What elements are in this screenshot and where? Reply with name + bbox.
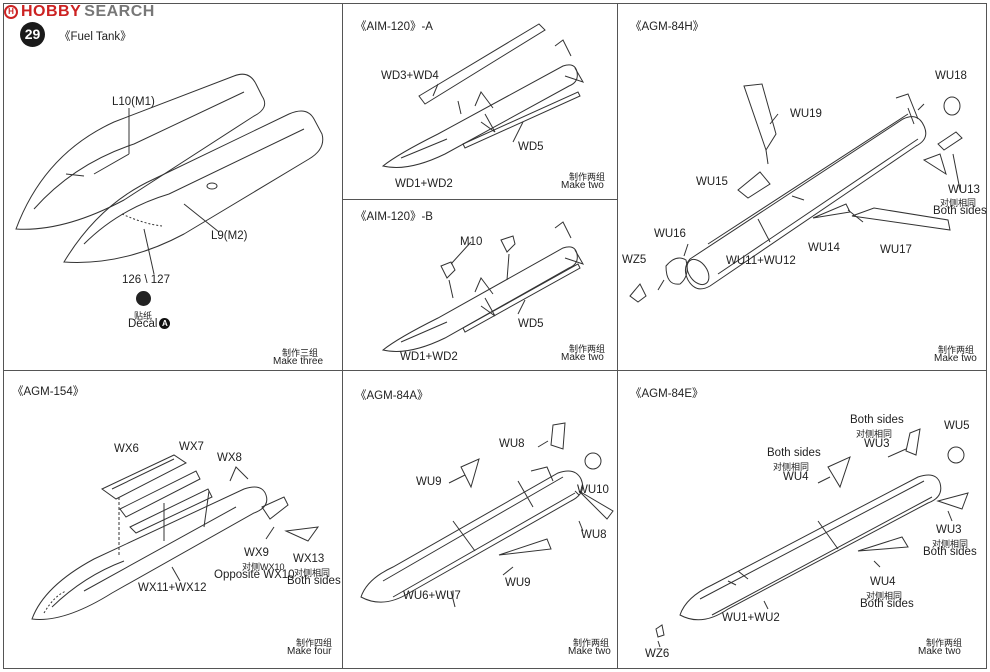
aim120b-title: 《AIM-120》-B <box>355 211 433 223</box>
label-wu3b-en: Both sides <box>923 546 977 558</box>
step-number-badge: 29 <box>20 22 45 47</box>
label-wz5: WZ5 <box>622 254 647 266</box>
label-wu9-b: WU9 <box>505 577 531 589</box>
label-wu4b-en: Both sides <box>860 598 914 610</box>
label-wd1-wd2-b: WD1+WD2 <box>400 351 458 363</box>
label-wu16: WU16 <box>654 228 686 240</box>
label-wu4a: WU4 <box>783 471 809 483</box>
label-l9: L9(M2) <box>211 230 248 242</box>
label-wx13-cn: 对侧相同 <box>294 568 331 578</box>
label-wx11-wx12: WX11+WX12 <box>138 582 207 594</box>
agm84a-make-en: Make two <box>568 646 611 657</box>
label-wu10: WU10 <box>577 484 609 496</box>
label-wu13-en: Both sides <box>933 205 987 217</box>
brand-part2: SEARCH <box>84 3 155 20</box>
fuel-tank-title: 《Fuel Tank》 <box>59 31 132 43</box>
label-wu4a-en: Both sides <box>767 447 821 459</box>
agm84e-make-cn: 制作两组 <box>926 638 963 648</box>
agm154-drawing <box>31 454 320 620</box>
aim120b-make-cn: 制作两组 <box>569 344 606 354</box>
label-wx8: WX8 <box>217 452 242 464</box>
panel-fuel-tank: 《Fuel Tank》 L10(M1) L9(M2) 126 \ 127 贴纸 … <box>3 3 343 371</box>
agm154-make-cn: 制作四组 <box>296 638 333 648</box>
label-wx9: WX9 <box>244 547 269 559</box>
label-decal-nums: 126 \ 127 <box>122 274 170 286</box>
agm84h-drawing <box>629 83 963 303</box>
label-decal-cn: 贴纸 <box>134 311 153 321</box>
agm154-make-en: Make four <box>287 646 332 657</box>
label-wz6: WZ6 <box>645 648 670 660</box>
label-wu4b-cn: 对侧相同 <box>866 591 903 601</box>
label-m10: M10 <box>460 236 483 248</box>
brand-watermark: H HOBBY SEARCH <box>4 2 155 22</box>
label-wu6-wu7: WU6+WU7 <box>403 590 461 602</box>
label-wd5-a: WD5 <box>518 141 544 153</box>
label-wu13: WU13 <box>948 184 980 196</box>
label-wu9-a: WU9 <box>416 476 442 488</box>
panel-aim120b: 《AIM-120》-B M10 WD5 WD1+WD2 制作两组 Make tw… <box>342 199 618 371</box>
agm84h-title: 《AGM-84H》 <box>630 21 705 33</box>
label-wx9-en: Opposite WX10 <box>214 569 295 581</box>
label-wx9-cn: 对侧WX10 <box>242 562 285 572</box>
brand-part1: HOBBY <box>21 3 82 20</box>
label-wu8-b: WU8 <box>581 529 607 541</box>
label-wx13-en: Both sides <box>287 575 341 587</box>
aim120a-make-en: Make two <box>561 180 604 191</box>
agm84e-make-en: Make two <box>918 646 961 657</box>
label-decal-word: Decal <box>128 318 158 330</box>
decal-ref-badge: A <box>159 318 171 330</box>
fuel-tank-make-en: Make three <box>273 356 324 367</box>
label-wx6: WX6 <box>114 443 139 455</box>
panel-agm154: 《AGM-154》 WX6 WX7 WX8 WX9 对侧WX10 Opposit… <box>3 370 343 669</box>
label-wu8-a: WU8 <box>499 438 525 450</box>
label-wu4a-cn: 对侧相同 <box>773 462 810 472</box>
label-wu3a-cn: 对侧相同 <box>856 429 893 439</box>
agm84a-make-cn: 制作两组 <box>573 638 610 648</box>
fuel-tank-make-cn: 制作三组 <box>282 348 319 358</box>
label-wu3a-en: Both sides <box>850 414 904 426</box>
label-wu4b: WU4 <box>870 576 896 588</box>
label-wu3a: WU3 <box>864 438 890 450</box>
label-wd3-wd4: WD3+WD4 <box>381 70 439 82</box>
aim120b-make-en: Make two <box>561 352 604 363</box>
decal-icon <box>136 291 151 306</box>
agm84a-drawing <box>360 422 614 608</box>
label-wx7: WX7 <box>179 441 204 453</box>
agm154-title: 《AGM-154》 <box>12 386 85 398</box>
label-wu1-wu2: WU1+WU2 <box>722 612 780 624</box>
agm84e-title: 《AGM-84E》 <box>630 388 704 400</box>
label-wx13: WX13 <box>293 553 325 565</box>
label-wu3b: WU3 <box>936 524 962 536</box>
aim120a-drawing <box>381 23 585 168</box>
panel-agm84h: 《AGM-84H》 WU18 WU19 WU15 WU13 对侧相同 Both … <box>617 3 987 371</box>
label-wd5-b: WD5 <box>518 318 544 330</box>
label-wu13-cn: 对侧相同 <box>940 198 977 208</box>
label-wu15: WU15 <box>696 176 728 188</box>
label-wu18: WU18 <box>935 70 967 82</box>
aim120b-drawing <box>381 221 585 352</box>
label-wu5: WU5 <box>944 420 970 432</box>
label-wu17: WU17 <box>880 244 912 256</box>
label-l10: L10(M1) <box>112 96 155 108</box>
agm84a-title: 《AGM-84A》 <box>355 390 429 402</box>
label-wu11-wu12: WU11+WU12 <box>726 255 796 267</box>
panel-aim120a: 《AIM-120》-A WD3+WD4 WD5 WD1+WD2 制作两组 Mak… <box>342 3 618 200</box>
aim120a-make-cn: 制作两组 <box>569 172 606 182</box>
agm84e-drawing <box>655 428 969 648</box>
agm84h-make-en: Make two <box>934 353 977 364</box>
fuel-tank-drawing <box>15 73 324 275</box>
panel-agm84a: 《AGM-84A》 WU8 WU9 WU10 WU8 WU6+WU7 WU9 制… <box>342 370 618 669</box>
panel-agm84e: 《AGM-84E》 Both sides 对侧相同 WU3 WU5 Both s… <box>617 370 987 669</box>
agm84h-make-cn: 制作两组 <box>938 345 975 355</box>
label-wu3b-cn: 对侧相同 <box>932 539 969 549</box>
aim120a-title: 《AIM-120》-A <box>355 21 433 33</box>
label-wu14: WU14 <box>808 242 840 254</box>
brand-logo-icon: H <box>4 5 18 19</box>
label-wd1-wd2-a: WD1+WD2 <box>395 178 453 190</box>
label-wu19: WU19 <box>790 108 822 120</box>
